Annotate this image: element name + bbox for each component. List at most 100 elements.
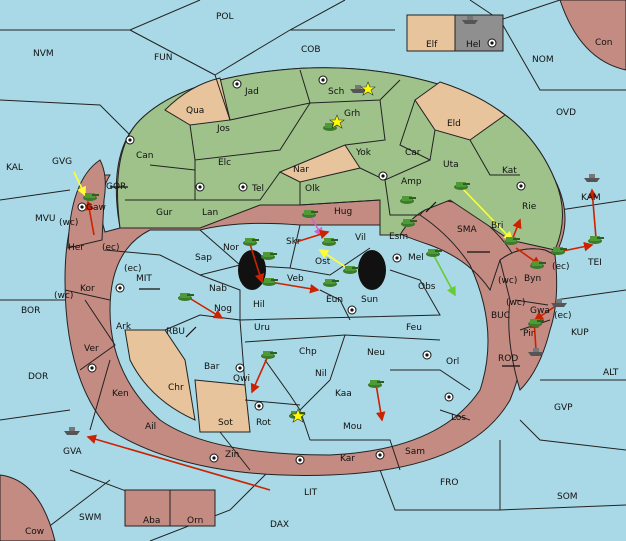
supply-center-icon <box>295 455 305 465</box>
supply-center-icon <box>254 401 264 411</box>
supply-center-icon <box>422 350 432 360</box>
label-kup: KUP <box>571 328 589 338</box>
supply-center-icon <box>235 363 245 373</box>
label-bri: Bri <box>491 221 503 231</box>
province-qua[interactable] <box>164 77 231 126</box>
label-mel: Mel <box>408 253 424 263</box>
label-kal: KAL <box>6 163 23 173</box>
label-bar: Bar <box>204 362 220 372</box>
label-ken: Ken <box>112 389 129 399</box>
supply-center-icon <box>238 182 248 192</box>
label-nog: Nog <box>214 304 232 314</box>
supply-center-icon <box>87 363 97 373</box>
province-labels: POL NVM FUN COB Elf Hel Con NOM OVD KAL … <box>6 12 619 537</box>
impassable-east <box>358 250 386 290</box>
label-cob: COB <box>301 45 321 55</box>
label-rod: ROD <box>498 354 518 364</box>
label-nvm: NVM <box>33 49 54 59</box>
label-ail: Ail <box>145 422 156 432</box>
label-orl: Orl <box>446 357 459 367</box>
label-chr: Chr <box>168 383 184 393</box>
label-jad: Jad <box>244 87 259 97</box>
supply-center-icon <box>347 305 357 315</box>
supply-centers <box>77 38 526 465</box>
province-orn[interactable] <box>169 489 216 527</box>
label-buc: BUC <box>491 311 510 321</box>
label-sma: SMA <box>457 225 477 235</box>
province-elf[interactable] <box>406 14 456 52</box>
label-gwa: Gwa <box>530 306 550 316</box>
star-icon <box>290 408 306 423</box>
supply-center-icon <box>125 135 135 145</box>
label-nil: Nil <box>315 369 327 379</box>
label-gvg: GVG <box>52 157 72 167</box>
province-chr[interactable] <box>124 329 196 421</box>
label-ark: Ark <box>116 322 132 332</box>
label-kaa: Kaa <box>335 389 352 399</box>
label-rot: Rot <box>256 418 271 428</box>
label-dor: DOR <box>28 372 48 382</box>
label-kor: Kor <box>80 284 95 294</box>
label-grh: Grh <box>344 109 360 119</box>
label-eld: Eld <box>447 119 461 129</box>
passage-rbu <box>185 326 197 338</box>
label-nor: Nor <box>223 243 239 253</box>
label-eun: Eun <box>326 295 343 305</box>
province-eld[interactable] <box>414 81 506 141</box>
label-aba: Aba <box>143 516 160 526</box>
label-ost: Ost <box>315 257 331 267</box>
supply-center-icon <box>375 450 385 460</box>
label-amp: Amp <box>401 177 422 187</box>
label-hel: Hel <box>466 40 481 50</box>
label-yok: Yok <box>355 148 372 158</box>
label-vil: Vil <box>355 233 366 243</box>
label-ovd: OVD <box>556 108 576 118</box>
label-sun: Sun <box>361 295 378 305</box>
label-kar: Kar <box>340 454 355 464</box>
label-gor: GOR <box>106 182 126 192</box>
passage-sma-north <box>425 201 437 213</box>
coast-label: (wc) <box>54 291 73 301</box>
coast-label: (ec) <box>102 243 120 253</box>
supply-center-icon <box>487 38 497 48</box>
province-sot[interactable] <box>194 379 251 433</box>
label-pol: POL <box>216 12 234 22</box>
star-icon <box>329 114 345 129</box>
label-gvp: GVP <box>554 403 573 413</box>
supply-center-icon <box>318 75 328 85</box>
label-orn: Orn <box>187 516 203 526</box>
coast-label: (wc) <box>498 276 517 286</box>
star-icons <box>290 81 376 423</box>
label-elc: Elc <box>218 158 231 168</box>
label-gur: Gur <box>156 208 173 218</box>
label-elf: Elf <box>426 40 438 50</box>
label-tei: TEI <box>587 258 602 268</box>
coast-label: (ec) <box>552 262 570 272</box>
passage-arrows <box>110 186 520 367</box>
label-tel: Tel <box>251 184 264 194</box>
label-pir: Pir <box>523 329 535 339</box>
label-cow: Cow <box>25 527 44 537</box>
label-dax: DAX <box>270 520 289 530</box>
supply-center-icon <box>378 171 388 181</box>
label-qwi: Qwi <box>233 374 250 384</box>
supply-center-icon <box>115 283 125 293</box>
label-hug: Hug <box>334 207 352 217</box>
label-los: Los <box>451 413 466 423</box>
label-hil: Hil <box>253 300 265 310</box>
label-olk: Olk <box>305 184 321 194</box>
label-obs: Obs <box>418 282 436 292</box>
coast-label: (wc) <box>506 298 525 308</box>
label-nab: Nab <box>209 284 227 294</box>
label-kam: KAM <box>581 193 601 203</box>
supply-center-icon <box>195 182 205 192</box>
coast-label: (ec) <box>554 311 572 321</box>
label-zin: Zin <box>225 450 239 460</box>
label-mit: MIT <box>136 274 152 284</box>
label-can: Can <box>136 151 154 161</box>
label-esm: Esm <box>389 232 408 242</box>
label-lit: LIT <box>304 488 318 498</box>
label-car: Car <box>405 148 421 158</box>
province-byn-peninsula[interactable] <box>499 248 558 391</box>
